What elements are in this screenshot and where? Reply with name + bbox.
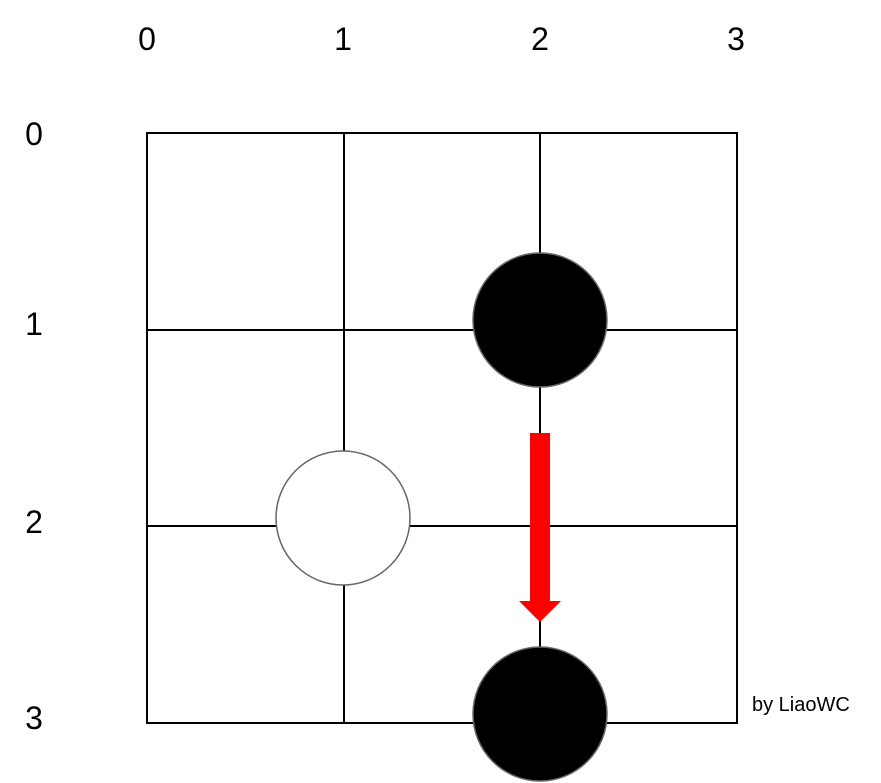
stones (275, 252, 608, 782)
row-label-2: 2 (25, 504, 43, 540)
column-label-0: 0 (138, 21, 156, 57)
column-labels: 0 1 2 3 (138, 21, 745, 57)
row-labels: 0 1 2 3 (25, 116, 43, 736)
board-border (146, 132, 738, 724)
move-arrow-shaft (530, 433, 550, 601)
column-label-2: 2 (531, 21, 549, 57)
row-label-0: 0 (25, 116, 43, 152)
board-grid (146, 132, 738, 724)
credit-text: by LiaoWC (752, 694, 850, 716)
column-label-3: 3 (727, 21, 745, 57)
move-arrow-head (519, 601, 561, 622)
move-arrow (519, 433, 561, 622)
black-stone[interactable] (472, 646, 608, 782)
white-stone[interactable] (275, 450, 411, 586)
row-label-3: 3 (25, 700, 43, 736)
black-stone[interactable] (472, 252, 608, 388)
row-label-1: 1 (25, 306, 43, 342)
column-label-1: 1 (334, 21, 352, 57)
